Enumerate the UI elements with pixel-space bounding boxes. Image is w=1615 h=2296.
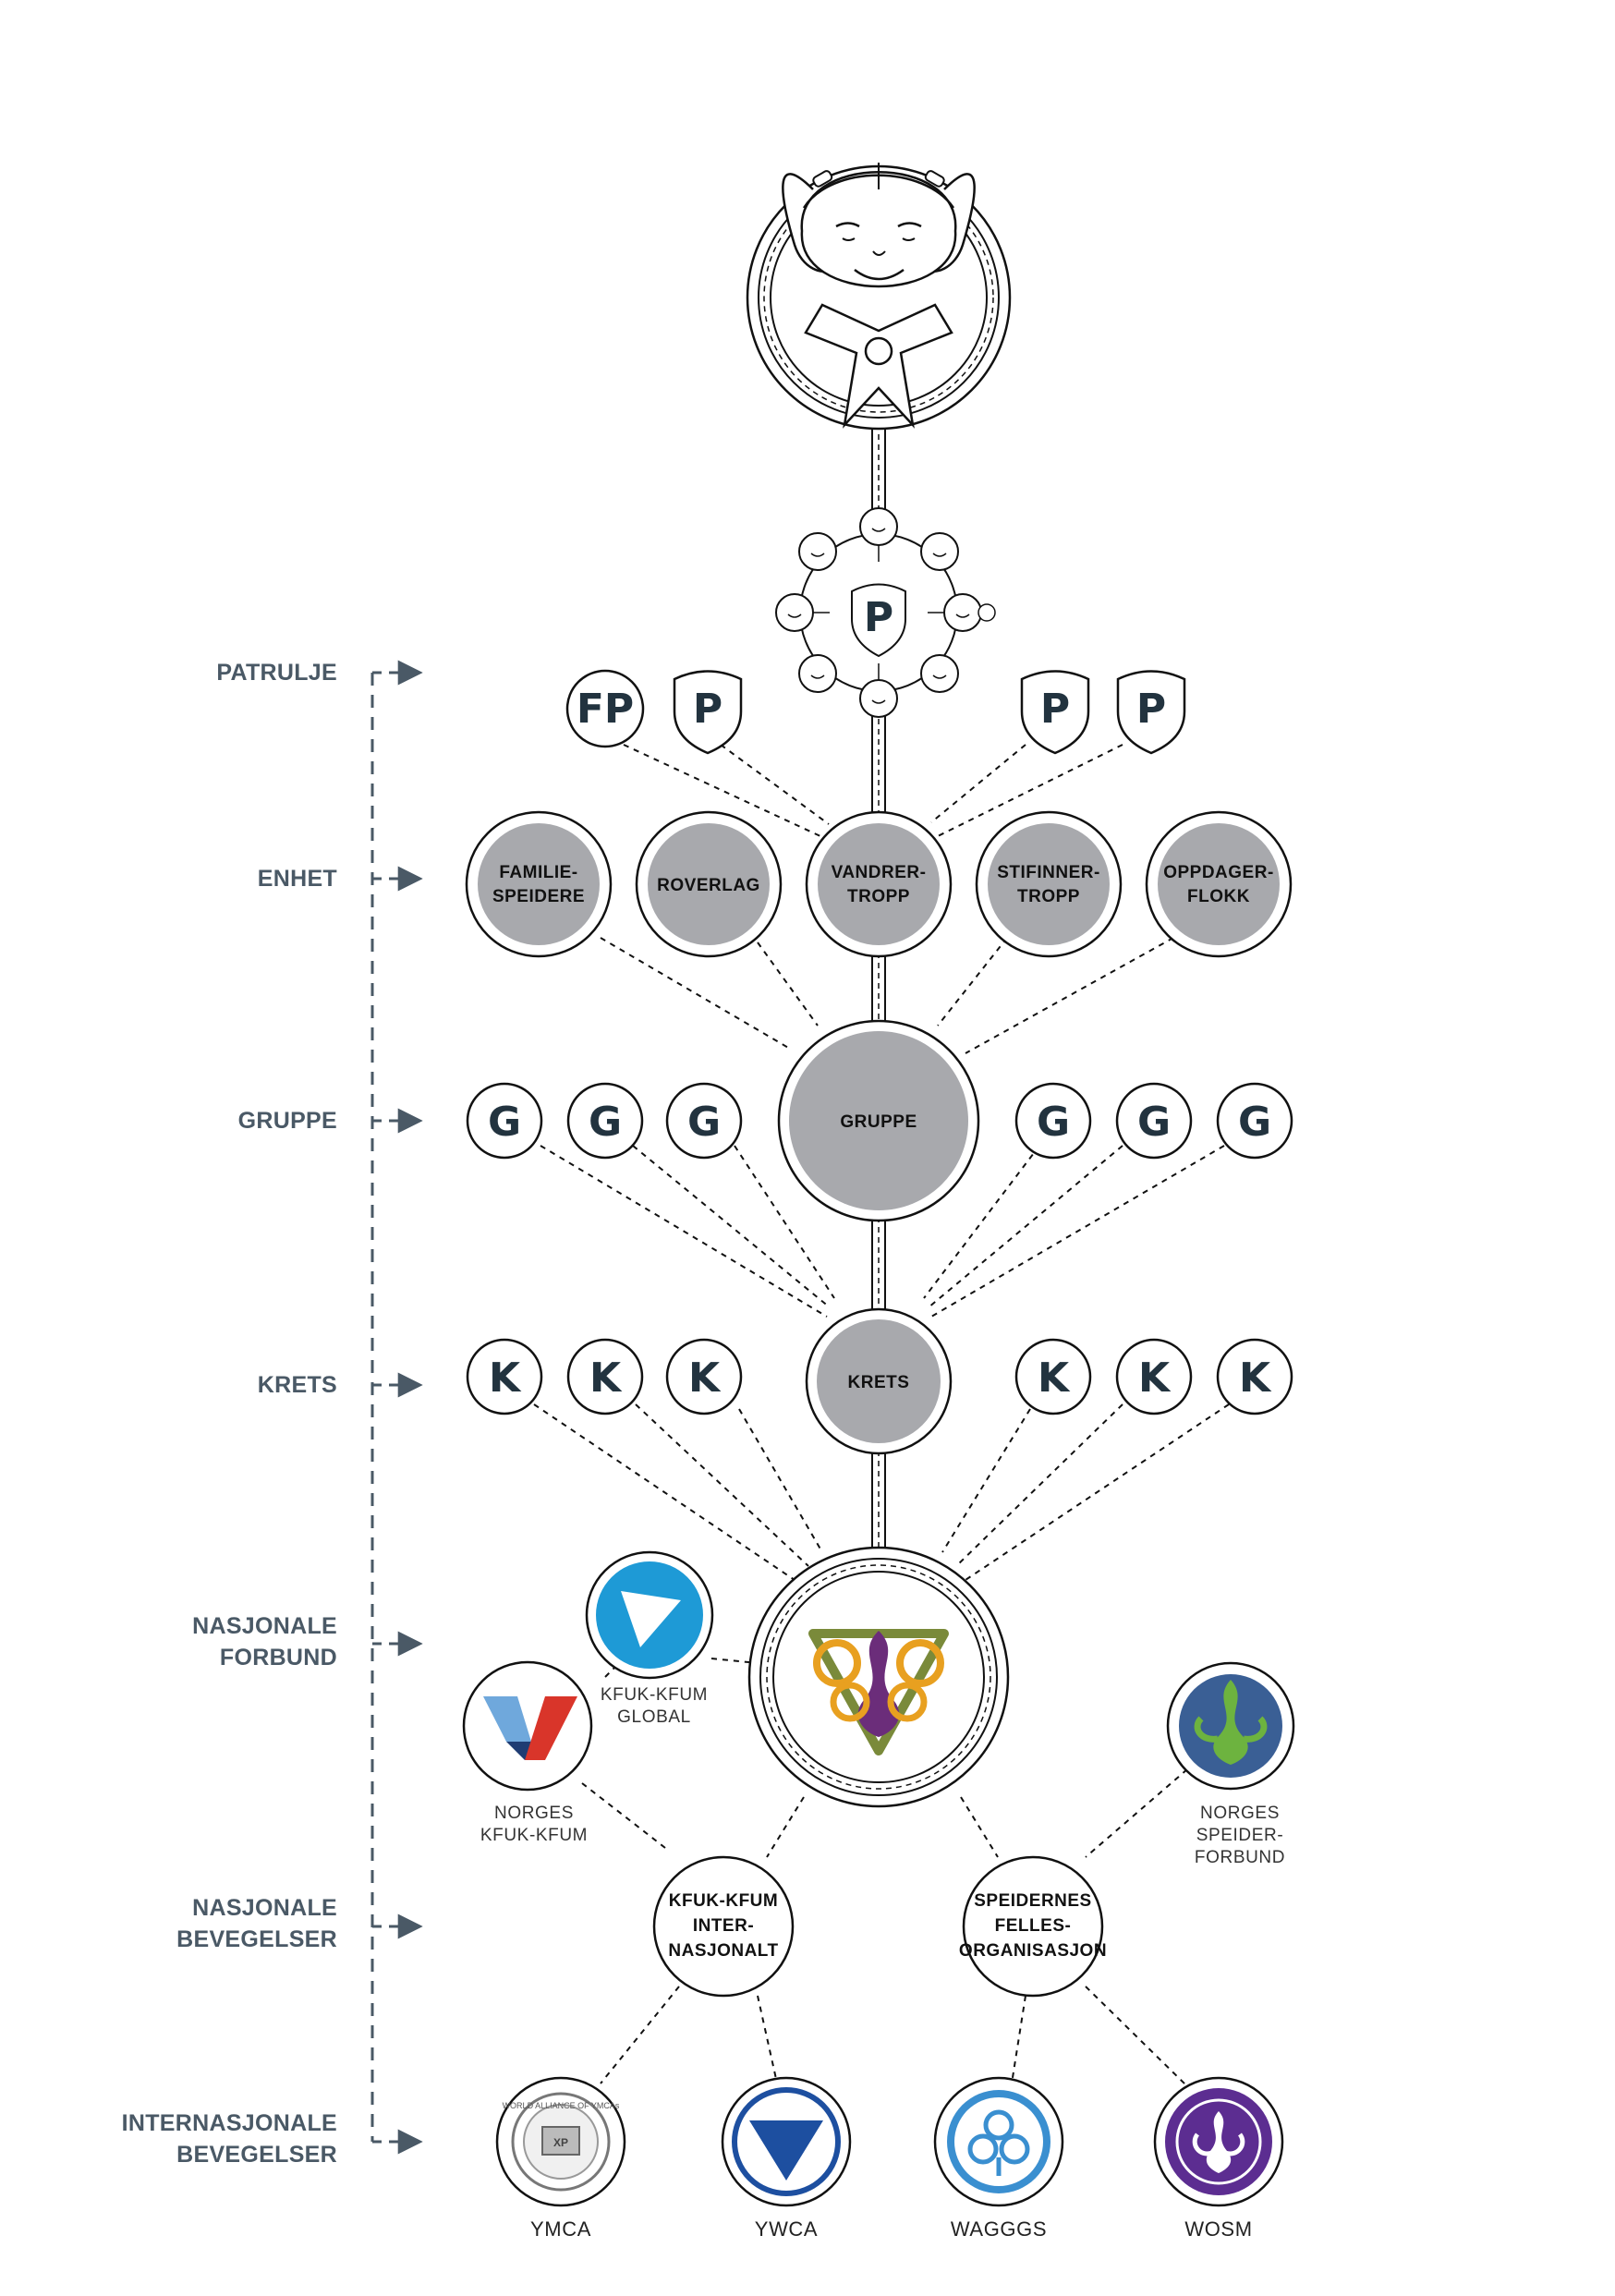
patrol-shield-3: P xyxy=(1116,670,1186,755)
svg-text:K: K xyxy=(1138,1355,1172,1402)
kfuk-kfum-global-logo: KFUK-KFUM GLOBAL xyxy=(585,1550,714,1727)
unit-oppdagerflokk: OPPDAGER- FLOKK xyxy=(1145,810,1293,958)
norges-speiderforbund-logo: NORGES SPEIDER- FORBUND xyxy=(1166,1661,1295,1867)
svg-text:VANDRER-: VANDRER- xyxy=(832,863,927,882)
svg-text:YWCA: YWCA xyxy=(755,2217,818,2241)
svg-text:K: K xyxy=(489,1355,522,1402)
svg-text:KFUK-KFUM: KFUK-KFUM xyxy=(669,1891,778,1911)
svg-text:FORBUND: FORBUND xyxy=(1195,1848,1285,1867)
svg-text:SPEIDERE: SPEIDERE xyxy=(492,887,585,906)
svg-text:YMCA: YMCA xyxy=(530,2217,591,2241)
district-circles: K K K K K K xyxy=(466,1338,1293,1415)
center-patrol-letter: P xyxy=(864,594,893,641)
level-labels: PATRULJE ENHET GRUPPE KRETS NASJONALE FO… xyxy=(122,660,337,2168)
shield-2-text: P xyxy=(1040,686,1070,733)
svg-text:G: G xyxy=(1037,1099,1070,1146)
level-patrulje: PATRULJE xyxy=(216,660,337,686)
svg-text:K: K xyxy=(1239,1355,1272,1402)
svg-text:INTER-: INTER- xyxy=(693,1916,754,1936)
unit-stifinnertropp: STIFINNER- TROPP xyxy=(975,810,1123,958)
svg-text:ΧΡ: ΧΡ xyxy=(553,2136,568,2149)
district-center: KRETS xyxy=(805,1307,953,1455)
level-internasjonale-2: BEVEGELSER xyxy=(176,2142,337,2168)
level-nasjonale-forbund-1: NASJONALE xyxy=(192,1613,337,1639)
ywca-logo: YWCA xyxy=(721,2076,852,2241)
level-nasjonale-bevegelser-2: BEVEGELSER xyxy=(176,1926,337,1952)
svg-text:KFUK-KFUM: KFUK-KFUM xyxy=(480,1826,588,1845)
patrol-shield-2: P xyxy=(1020,670,1090,755)
svg-text:G: G xyxy=(687,1099,721,1146)
shield-1-text: P xyxy=(693,686,722,733)
svg-text:GLOBAL: GLOBAL xyxy=(617,1707,691,1727)
svg-text:G: G xyxy=(1137,1099,1171,1146)
level-nasjonale-bevegelser-1: NASJONALE xyxy=(192,1895,337,1921)
national-federation-logo xyxy=(747,1546,1010,1808)
level-gruppe: GRUPPE xyxy=(238,1108,337,1134)
svg-text:G: G xyxy=(1238,1099,1271,1146)
svg-text:KRETS: KRETS xyxy=(848,1373,910,1392)
unit-roverlag: ROVERLAG xyxy=(635,810,783,958)
group-circles: G G G G G G xyxy=(466,1082,1293,1160)
svg-text:SPEIDERNES: SPEIDERNES xyxy=(974,1891,1091,1911)
level-enhet: ENHET xyxy=(258,866,337,892)
wagggs-logo: WAGGGS xyxy=(933,2076,1064,2241)
unit-familiespeidere: FAMILIE- SPEIDERE xyxy=(465,810,613,958)
norges-kfuk-kfum-logo: NORGES KFUK-KFUM xyxy=(462,1660,593,1845)
level-krets: KRETS xyxy=(258,1372,337,1398)
svg-text:WORLD ALLIANCE OF YMCAs: WORLD ALLIANCE OF YMCAs xyxy=(503,2101,620,2110)
badge-fp-text: FP xyxy=(577,686,634,733)
unit-vandrertropp: VANDRER- TROPP xyxy=(805,810,953,958)
svg-text:FAMILIE-: FAMILIE- xyxy=(499,863,577,882)
svg-text:ROVERLAG: ROVERLAG xyxy=(657,876,760,895)
group-center: GRUPPE xyxy=(777,1019,980,1222)
svg-text:FELLES-: FELLES- xyxy=(995,1916,1072,1936)
level-nasjonale-forbund-2: FORBUND xyxy=(220,1645,337,1670)
svg-text:WOSM: WOSM xyxy=(1184,2217,1252,2241)
svg-text:G: G xyxy=(488,1099,521,1146)
patrol-badge-fp: FP xyxy=(565,669,645,748)
svg-text:TROPP: TROPP xyxy=(847,887,910,906)
svg-text:K: K xyxy=(589,1355,623,1402)
svg-text:OPPDAGER-: OPPDAGER- xyxy=(1163,863,1274,882)
svg-text:K: K xyxy=(1038,1355,1071,1402)
svg-text:G: G xyxy=(589,1099,622,1146)
kfuk-kfum-internasjonalt: KFUK-KFUM INTER- NASJONALT xyxy=(652,1855,795,1998)
patrol-shield-1: P xyxy=(673,670,743,755)
svg-text:NASJONALT: NASJONALT xyxy=(668,1941,778,1961)
speidernes-fellesorganisasjon: SPEIDERNES FELLES- ORGANISASJON xyxy=(959,1855,1107,1998)
svg-text:GRUPPE: GRUPPE xyxy=(840,1112,917,1132)
svg-text:SPEIDER-: SPEIDER- xyxy=(1196,1826,1284,1845)
svg-text:FLOKK: FLOKK xyxy=(1187,887,1250,906)
shield-3-text: P xyxy=(1136,686,1166,733)
ymca-logo: ΧΡ WORLD ALLIANCE OF YMCAs YMCA xyxy=(495,2076,626,2241)
svg-text:K: K xyxy=(688,1355,722,1402)
svg-text:TROPP: TROPP xyxy=(1017,887,1080,906)
svg-text:STIFINNER-: STIFINNER- xyxy=(997,863,1100,882)
svg-text:WAGGGS: WAGGGS xyxy=(951,2217,1047,2241)
shield-icon: P xyxy=(851,583,906,658)
svg-text:KFUK-KFUM: KFUK-KFUM xyxy=(601,1685,708,1705)
hierarchy-bracket xyxy=(370,660,423,2155)
svg-text:NORGES: NORGES xyxy=(494,1804,574,1823)
wosm-logo: WOSM xyxy=(1153,2076,1284,2241)
scout-girl-icon xyxy=(746,163,1012,431)
level-internasjonale-1: INTERNASJONALE xyxy=(122,2110,337,2136)
svg-text:ORGANISASJON: ORGANISASJON xyxy=(959,1941,1107,1961)
svg-text:NORGES: NORGES xyxy=(1200,1804,1280,1823)
